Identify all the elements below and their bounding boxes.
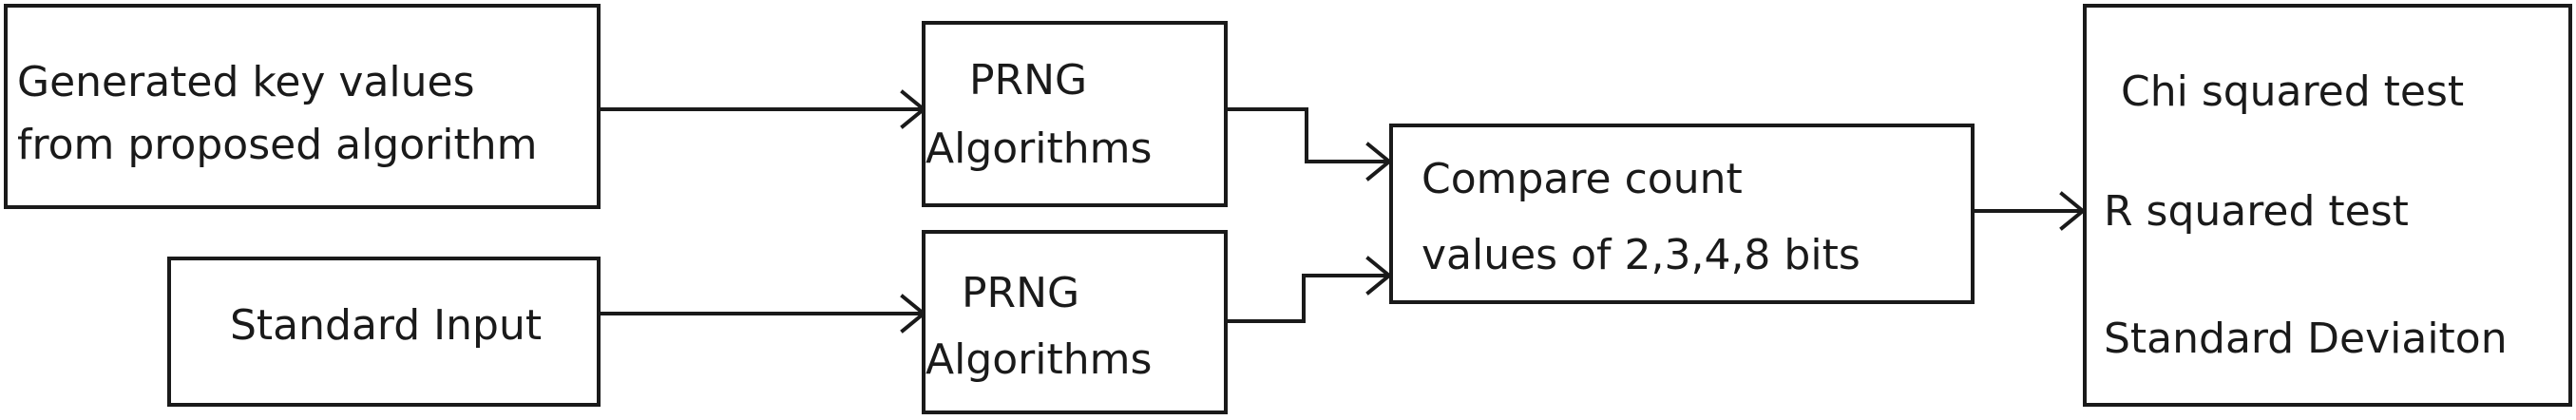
edge-prng-top-to-compare	[1226, 107, 1387, 163]
standard-input-label: Standard Input	[230, 301, 543, 350]
compare-box: Compare count values of 2,3,4,8 bits	[1389, 124, 1975, 304]
prng-bottom-box: PRNG Algorithms	[922, 230, 1228, 414]
prng-top-line1: PRNG	[969, 56, 1088, 105]
edge-prng-bottom-to-compare	[1226, 274, 1387, 323]
prng-top-box: PRNG Algorithms	[922, 21, 1228, 207]
generated-keys-line2: from proposed algorithm	[17, 121, 538, 169]
compare-line1: Compare count	[1422, 155, 1743, 203]
prng-bottom-line1: PRNG	[962, 269, 1080, 317]
prng-top-line2: Algorithms	[925, 124, 1153, 173]
compare-line2: values of 2,3,4,8 bits	[1422, 231, 1860, 279]
standard-deviation-test: Standard Deviaiton	[2104, 315, 2508, 363]
generated-keys-line1: Generated key values	[17, 58, 475, 106]
r-squared-test: R squared test	[2104, 187, 2409, 236]
generated-keys-box: Generated key values from proposed algor…	[4, 4, 601, 209]
standard-input-box: Standard Input	[167, 257, 601, 407]
tests-box: Chi squared test R squared test Standard…	[2083, 4, 2572, 407]
prng-bottom-line2: Algorithms	[925, 335, 1153, 384]
chi-squared-test: Chi squared test	[2121, 67, 2465, 116]
